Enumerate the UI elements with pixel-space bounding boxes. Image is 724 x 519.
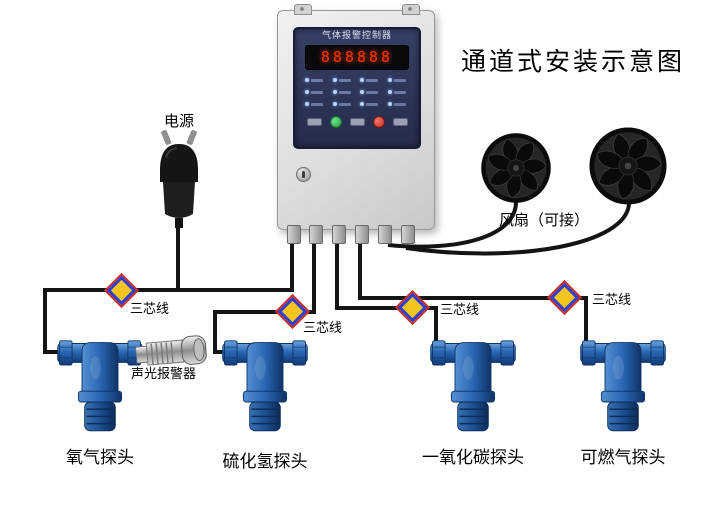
wire-type-label: 三芯线 bbox=[130, 301, 170, 316]
indicator-led bbox=[332, 102, 337, 106]
indicator-caption bbox=[311, 90, 323, 94]
indicator-caption bbox=[393, 78, 406, 82]
panel-key-button[interactable] bbox=[306, 118, 322, 126]
indicator-led bbox=[360, 78, 364, 82]
cabinet-lock bbox=[296, 167, 311, 182]
indicator-cell bbox=[387, 77, 410, 83]
power-indicator-button[interactable] bbox=[329, 116, 342, 128]
wire-to-fan-2 bbox=[405, 203, 631, 256]
sound-light-alarm-icon bbox=[134, 335, 207, 366]
indicator-grid bbox=[305, 77, 409, 107]
wire-to-h2s-detector bbox=[213, 240, 316, 354]
detector-label-combustible: 可燃气探头 bbox=[580, 448, 666, 467]
indicator-led bbox=[332, 90, 337, 94]
indicator-cell bbox=[360, 89, 382, 95]
wire-to-fan-1 bbox=[387, 201, 518, 249]
panel-key-button[interactable] bbox=[349, 118, 365, 126]
wire-type-label: 三芯线 bbox=[440, 302, 480, 317]
detector-co bbox=[428, 330, 518, 438]
indicator-cell bbox=[360, 77, 382, 83]
cable-gland bbox=[287, 225, 301, 244]
indicator-cell bbox=[387, 89, 410, 95]
cable-gland bbox=[401, 225, 415, 244]
indicator-caption bbox=[338, 102, 351, 106]
led-display: 888888 bbox=[305, 45, 409, 70]
cable-gland bbox=[355, 225, 369, 244]
cable-gland bbox=[378, 225, 392, 244]
indicator-led bbox=[387, 78, 392, 82]
gas-alarm-controller: 气体报警控制器 888888 bbox=[277, 4, 435, 244]
indicator-led bbox=[305, 102, 309, 106]
indicator-caption bbox=[366, 78, 378, 82]
panel-key-button[interactable] bbox=[392, 118, 408, 126]
mounting-tab bbox=[402, 4, 420, 15]
panel-button-row bbox=[295, 116, 419, 128]
detector-label-h2s: 硫化氢探头 bbox=[222, 452, 308, 471]
indicator-caption bbox=[338, 90, 351, 94]
fan-1-icon bbox=[479, 131, 553, 205]
diagram-title: 通道式安装示意图 bbox=[461, 49, 686, 76]
indicator-caption bbox=[311, 78, 323, 82]
detector-oxygen bbox=[55, 330, 145, 438]
fan-label: 风扇（可接） bbox=[499, 213, 590, 229]
wire-type-label: 三芯线 bbox=[303, 320, 343, 335]
indicator-cell bbox=[360, 101, 382, 107]
indicator-led bbox=[360, 90, 364, 94]
detector-h2s bbox=[220, 330, 310, 438]
power-label: 电源 bbox=[163, 114, 194, 130]
cable-gland bbox=[332, 225, 346, 244]
wire-type-label: 三芯线 bbox=[592, 292, 632, 307]
indicator-cell bbox=[387, 101, 410, 107]
indicator-led bbox=[305, 90, 309, 94]
controller-front-panel: 气体报警控制器 888888 bbox=[293, 27, 421, 149]
indicator-cell bbox=[305, 77, 327, 83]
wire-to-combustible-detector bbox=[358, 240, 588, 352]
indicator-led bbox=[387, 102, 392, 106]
indicator-caption bbox=[311, 102, 323, 106]
indicator-caption bbox=[366, 102, 378, 106]
alarm-indicator-button[interactable] bbox=[372, 116, 385, 128]
cable-gland bbox=[309, 225, 323, 244]
detector-combustible bbox=[578, 330, 668, 438]
indicator-led bbox=[332, 78, 337, 82]
indicator-led bbox=[360, 102, 364, 106]
indicator-caption bbox=[393, 102, 406, 106]
indicator-cell bbox=[332, 101, 355, 107]
panel-title: 气体报警控制器 bbox=[321, 30, 392, 40]
fan-2-icon bbox=[587, 125, 669, 207]
indicator-cell bbox=[305, 101, 327, 107]
indicator-cell bbox=[332, 89, 355, 95]
indicator-caption bbox=[393, 90, 406, 94]
indicator-cell bbox=[305, 89, 327, 95]
wire-to-co-detector bbox=[335, 240, 438, 352]
indicator-caption bbox=[366, 90, 378, 94]
wire-to-oxygen-detector bbox=[43, 240, 294, 354]
detector-label-oxygen: 氧气探头 bbox=[66, 448, 134, 467]
detector-label-co: 一氧化碳探头 bbox=[422, 448, 524, 467]
indicator-caption bbox=[338, 78, 351, 82]
indicator-led bbox=[305, 78, 309, 82]
power-plug-icon bbox=[160, 129, 198, 228]
sound-light-alarm-label: 声光报警器 bbox=[131, 366, 197, 381]
indicator-led bbox=[387, 90, 392, 94]
mounting-tab bbox=[294, 4, 312, 15]
indicator-cell bbox=[332, 77, 355, 83]
